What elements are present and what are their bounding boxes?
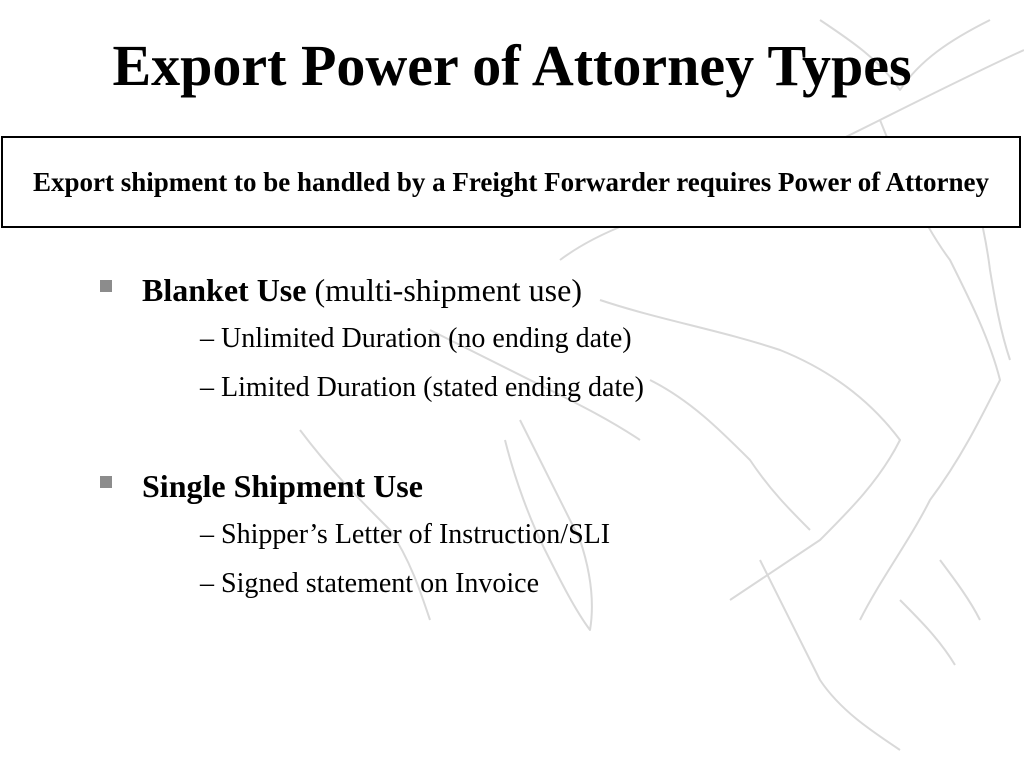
map-india	[504, 419, 593, 631]
bullet-rest: (multi-shipment use)	[306, 272, 582, 308]
bullet-item-single-shipment-use: Single Shipment Use	[96, 462, 976, 510]
bullet-lead: Single Shipment Use	[142, 468, 423, 504]
map-islands	[899, 559, 981, 666]
callout-text: Export shipment to be handled by a Freig…	[33, 167, 989, 197]
map-top-right	[819, 19, 991, 91]
sub-item: – Signed statement on Invoice	[200, 568, 540, 599]
bullet-lead: Blanket Use	[142, 272, 307, 308]
sub-item: – Shipper’s Letter of Instruction/SLI	[200, 519, 611, 550]
sub-item: – Unlimited Duration (no ending date)	[200, 323, 632, 354]
map-southeast-asia	[759, 559, 901, 751]
map-arabia	[299, 429, 431, 621]
callout-box: Export shipment to be handled by a Freig…	[1, 136, 1021, 228]
square-bullet-icon	[100, 280, 112, 292]
map-inner-border-2	[429, 329, 641, 441]
sub-list-blanket-use: – Unlimited Duration (no ending date) – …	[200, 314, 976, 412]
sub-item: – Limited Duration (stated ending date)	[200, 372, 644, 403]
bullet-item-blanket-use: Blanket Use (multi-shipment use)	[96, 266, 976, 314]
map-inner-border-1	[649, 379, 811, 531]
sub-list-single-shipment-use: – Shipper’s Letter of Instruction/SLI – …	[200, 510, 976, 608]
square-bullet-icon	[100, 476, 112, 488]
slide-title: Export Power of Attorney Types	[112, 33, 912, 98]
bullet-list: Blanket Use (multi-shipment use) – Unlim…	[96, 266, 976, 608]
map-china-border	[599, 299, 901, 601]
